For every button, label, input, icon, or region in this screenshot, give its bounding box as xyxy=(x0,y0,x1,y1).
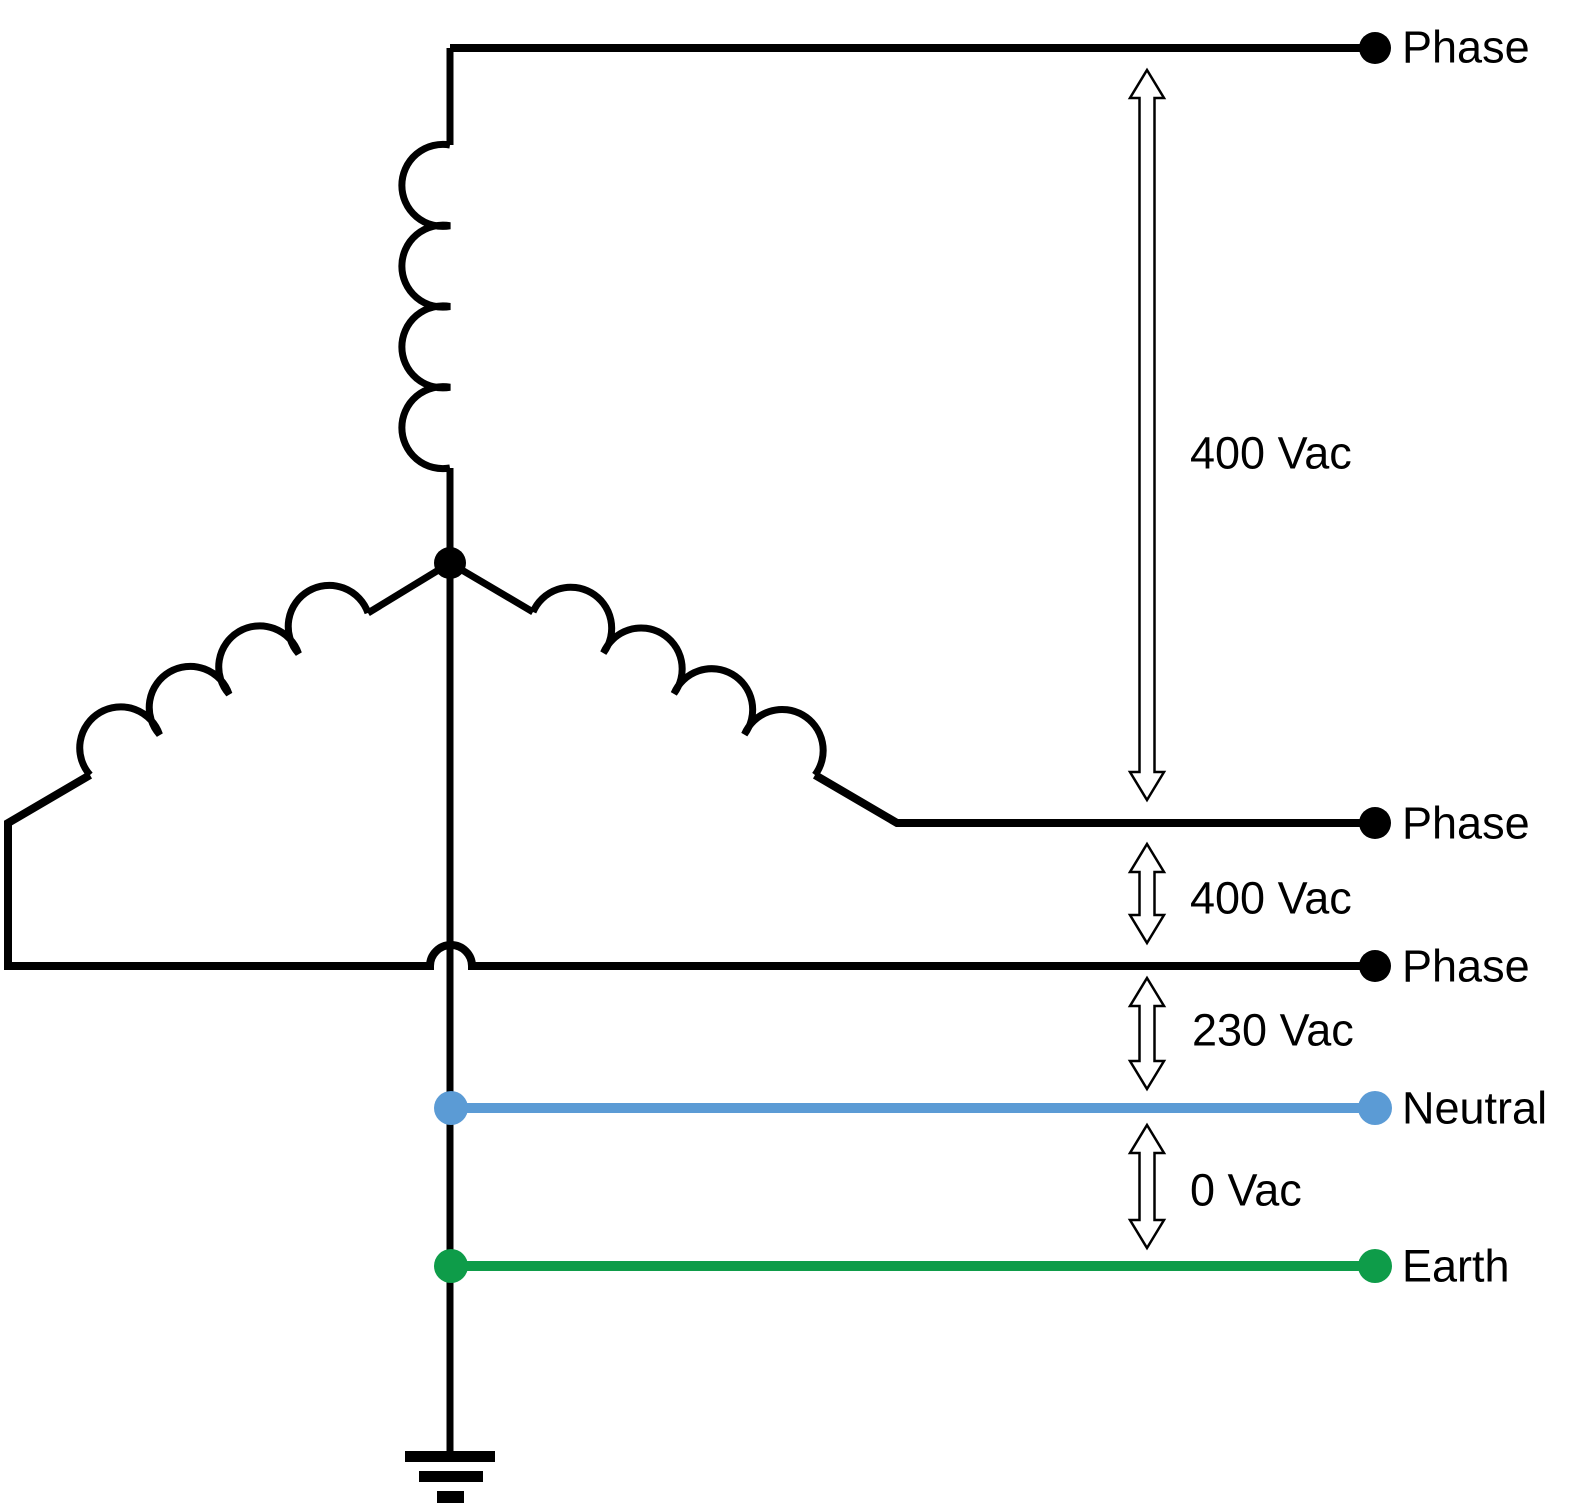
terminal-label-phase-middle: Phase xyxy=(1402,798,1530,849)
phase-middle-wire xyxy=(812,771,1375,827)
star-diagonal-right xyxy=(448,559,535,616)
terminal-label-phase-top: Phase xyxy=(1402,22,1530,73)
phase-bottom-wire xyxy=(3,771,1375,970)
ground-bar-long xyxy=(405,1451,495,1462)
arrow-400vac-top-icon xyxy=(1127,67,1167,803)
phase-bottom-terminal-dot xyxy=(1359,950,1391,982)
terminal-label-neutral: Neutral xyxy=(1402,1083,1547,1134)
arrow-0vac-icon xyxy=(1127,1122,1167,1251)
ground-bar-medium xyxy=(419,1471,483,1482)
voltage-label-400vac-middle: 400 Vac xyxy=(1190,873,1352,924)
neutral-terminal-dot xyxy=(1358,1091,1392,1125)
phase-middle-terminal-dot xyxy=(1359,807,1391,839)
neutral-junction-dot xyxy=(434,1091,468,1125)
winding-coil-top xyxy=(398,140,451,473)
earth-terminal-dot xyxy=(1358,1249,1392,1283)
voltage-label-0vac: 0 Vac xyxy=(1190,1165,1302,1216)
earth-junction-dot xyxy=(434,1249,468,1283)
arrow-230vac-icon xyxy=(1127,975,1167,1092)
voltage-label-230vac: 230 Vac xyxy=(1192,1005,1354,1056)
star-point-junction-dot xyxy=(434,547,466,579)
terminal-label-earth: Earth xyxy=(1402,1241,1510,1292)
phase-top-terminal-dot xyxy=(1359,32,1391,64)
winding-coil-left xyxy=(76,581,372,778)
ground-bar-short xyxy=(437,1491,464,1503)
arrow-400vac-middle-icon xyxy=(1127,841,1167,946)
star-diagonal-left xyxy=(366,560,452,616)
terminal-label-phase-bottom: Phase xyxy=(1402,941,1530,992)
winding-coil-right xyxy=(529,583,827,778)
ground-symbol xyxy=(405,1451,495,1503)
voltage-label-400vac-top: 400 Vac xyxy=(1190,428,1352,479)
